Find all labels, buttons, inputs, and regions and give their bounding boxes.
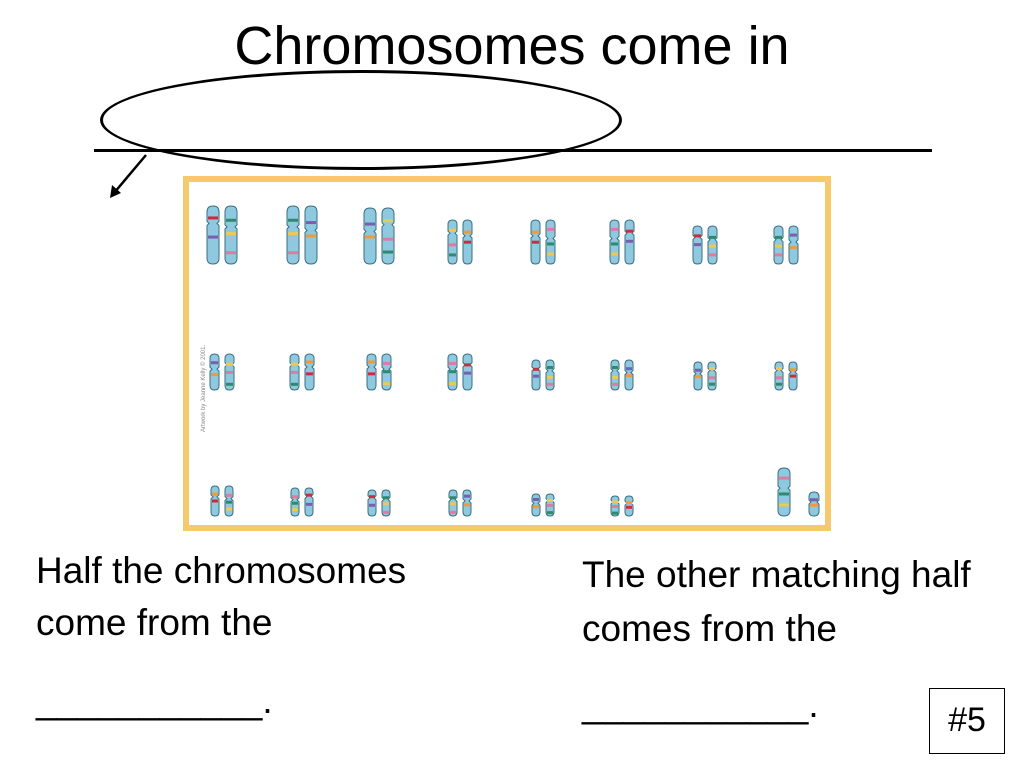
pair-10-b xyxy=(304,353,315,391)
pair-20-a xyxy=(448,489,458,517)
pair-8-a xyxy=(773,225,784,265)
slide-title: Chromosomes come in xyxy=(234,16,790,76)
pair-14-a xyxy=(610,359,620,391)
pair-2-b xyxy=(304,205,318,265)
pair-12-a xyxy=(447,353,458,391)
pair-5-a xyxy=(530,219,541,265)
pair-20-b xyxy=(462,489,472,517)
left-answer-blank: ___________. xyxy=(36,680,273,721)
pair-13-b xyxy=(545,359,555,391)
pair-5-b xyxy=(545,219,556,265)
pair-4-b xyxy=(462,219,473,265)
pair-16-b xyxy=(788,361,798,391)
pointer-arrow xyxy=(110,154,147,198)
pair-1-b xyxy=(224,205,238,265)
pair-15-b xyxy=(707,361,717,391)
pair-2-a xyxy=(286,205,300,265)
pair-14-b xyxy=(624,359,634,391)
pair-1-a xyxy=(206,205,220,265)
pair-12-b xyxy=(462,353,473,391)
pair-xy-y xyxy=(808,491,820,517)
pair-7-a xyxy=(692,225,703,265)
pair-11-a xyxy=(366,353,377,391)
pair-xy-x xyxy=(777,467,791,517)
pair-18-a xyxy=(290,487,300,517)
pair-3-b xyxy=(381,207,395,265)
pair-19-b xyxy=(381,489,391,517)
pair-11-b xyxy=(381,353,392,391)
pair-22-a xyxy=(610,495,620,517)
pair-19-a xyxy=(367,489,377,517)
pair-3-a xyxy=(363,207,377,265)
left-caption: Half the chromosomes come from the xyxy=(36,550,407,643)
highlight-oval xyxy=(100,70,622,170)
pointer-arrow-head xyxy=(110,185,121,198)
pair-8-b xyxy=(788,225,799,265)
pair-7-b xyxy=(707,225,718,265)
pair-21-a xyxy=(531,493,541,517)
pair-17-b xyxy=(224,485,234,517)
right-caption: The other matching half comes from the xyxy=(582,554,971,649)
pair-18-b xyxy=(304,487,314,517)
pair-15-a xyxy=(693,361,703,391)
pair-17-a xyxy=(210,485,220,517)
pair-21-b xyxy=(545,493,555,517)
right-answer-blank: ___________. xyxy=(582,684,819,725)
pair-16-a xyxy=(774,361,784,391)
karyotype-figure: Artwork by Jeanne Kelly © 2001. xyxy=(183,176,831,531)
pair-6-a xyxy=(609,219,620,265)
pair-13-a xyxy=(531,359,541,391)
pair-22-b xyxy=(624,495,634,517)
pair-9-b xyxy=(224,353,235,391)
pair-4-a xyxy=(447,219,458,265)
pair-10-a xyxy=(289,353,300,391)
pair-6-b xyxy=(624,219,635,265)
slide-number-box: #5 xyxy=(929,688,1005,754)
karyotype-chromosomes xyxy=(206,205,820,517)
pointer-arrow-shaft xyxy=(113,154,147,194)
pair-9-a xyxy=(209,353,220,391)
